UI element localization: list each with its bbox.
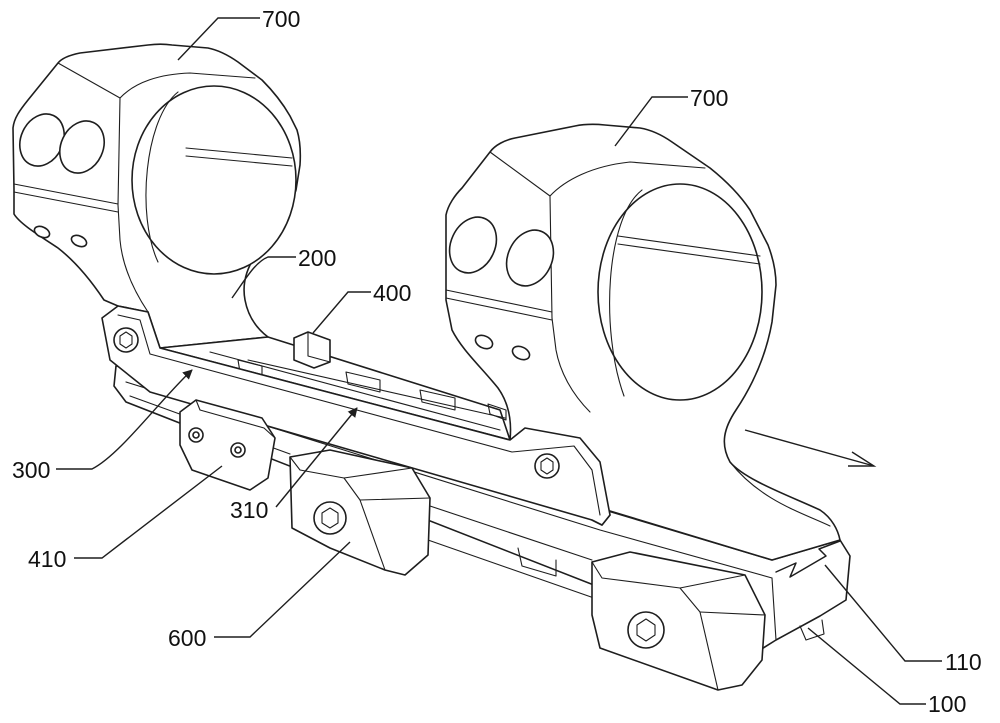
label-110: 110: [945, 649, 982, 675]
leader-600: [214, 541, 351, 638]
ring-right-side-hole-2: [505, 229, 555, 287]
ring-right-lower-hole-1: [474, 334, 494, 350]
label-600: 600: [168, 625, 206, 651]
leader-400: [312, 291, 371, 334]
plate-410-outline: [179, 399, 276, 491]
ring-left-split-line-inner-2: [185, 155, 293, 167]
hex-socket-icon: [321, 507, 339, 529]
leader-310: [275, 407, 358, 508]
clamp-block-left-facet-3: [359, 497, 431, 501]
plate-410-edge: [195, 399, 276, 439]
clamp-block-right: [591, 551, 766, 691]
ring-right-bore-inner-edge: [609, 189, 643, 397]
base-rail-groove-lower: [427, 539, 595, 599]
label-410: 410: [28, 546, 66, 572]
hex-socket-icon: [119, 331, 133, 349]
reference-numerals: 700 700 200 400 300 310 410 600 110 100: [12, 6, 982, 717]
ring-right-split-line-inner: [617, 235, 761, 257]
ring-left-top-face-edge: [57, 62, 256, 99]
clamp-block-left-facet: [289, 456, 413, 479]
slot-3: [419, 389, 456, 411]
base-foot-tab-right: [799, 619, 825, 641]
leader-700-left: [177, 17, 260, 61]
ring-left-split-line-outer: [13, 183, 119, 205]
ring-left-split-line-outer-2: [13, 191, 119, 213]
ring-left: [12, 43, 302, 349]
plate-410-screw-1-inner: [192, 431, 200, 439]
ring-left-lower-hole-2: [70, 234, 88, 248]
ring-left-side-edge: [117, 97, 149, 313]
ring-left-bore-inner-edge: [145, 91, 179, 263]
direction-arrow: [744, 429, 875, 467]
body-top-surface: [159, 331, 511, 441]
ring-right-lower-hole-2: [511, 345, 531, 361]
clamp-block-left-screw: [313, 501, 347, 535]
side-plate-screw-right: [534, 453, 560, 479]
ring-right-side-edge: [549, 195, 591, 413]
dovetail-notch: [775, 540, 841, 578]
ring-right-side-hole-1: [448, 216, 498, 274]
ring-left-split-line-inner: [185, 147, 293, 159]
clamp-block-left-outline: [289, 449, 431, 576]
clamp-block-right-facet-3: [699, 611, 766, 616]
label-300: 300: [12, 457, 50, 483]
plate-410-screw-2-inner: [234, 446, 242, 454]
slot-4: [487, 403, 507, 421]
label-ring-left: 700: [262, 6, 300, 32]
ring-left-side-hole-2: [59, 120, 105, 174]
label-ring-right: 700: [690, 85, 728, 111]
clamp-block-left: [289, 449, 431, 576]
ring-right-split-line-outer: [445, 289, 553, 313]
leader-100: [807, 627, 926, 705]
leader-lines: [56, 17, 942, 705]
ring-right-bore: [597, 183, 763, 401]
ring-right-split-line-inner-2: [617, 243, 761, 265]
clamp-block-right-facet: [591, 561, 746, 589]
leader-200: [231, 256, 296, 299]
hex-socket-icon: [540, 457, 554, 475]
leader-110: [824, 564, 942, 662]
leader-410: [74, 465, 223, 559]
label-310: 310: [230, 497, 268, 523]
hex-socket-icon: [636, 618, 656, 642]
locking-tab-400: [293, 331, 331, 369]
label-400: 400: [373, 280, 411, 306]
side-plate-screw-left: [113, 327, 139, 353]
clamp-block-right-screw: [627, 611, 665, 649]
base-rail-groove: [429, 505, 593, 561]
label-body: 200: [298, 245, 336, 271]
body-deck-slot-rail: [247, 359, 506, 419]
leader-300: [56, 369, 193, 470]
label-100: 100: [928, 691, 966, 717]
ring-right-split-line-outer-2: [445, 297, 553, 321]
base-rail-end-face: [771, 577, 777, 641]
clamp-block-right-outline: [591, 551, 766, 691]
ring-right-top-face-edge: [489, 151, 706, 197]
locking-tab-400-edge: [307, 331, 331, 363]
base-foot-tab: [517, 547, 557, 577]
slot-2: [345, 371, 381, 393]
side-plate-inner-edge: [117, 314, 601, 516]
ring-left-bore: [131, 85, 297, 275]
leader-700-right: [614, 96, 688, 147]
direction-arrowhead: [848, 451, 877, 467]
plate-410: [179, 399, 276, 491]
ring-right-lower-edge: [729, 461, 831, 527]
ring-left-lower-hole-1: [33, 225, 51, 239]
